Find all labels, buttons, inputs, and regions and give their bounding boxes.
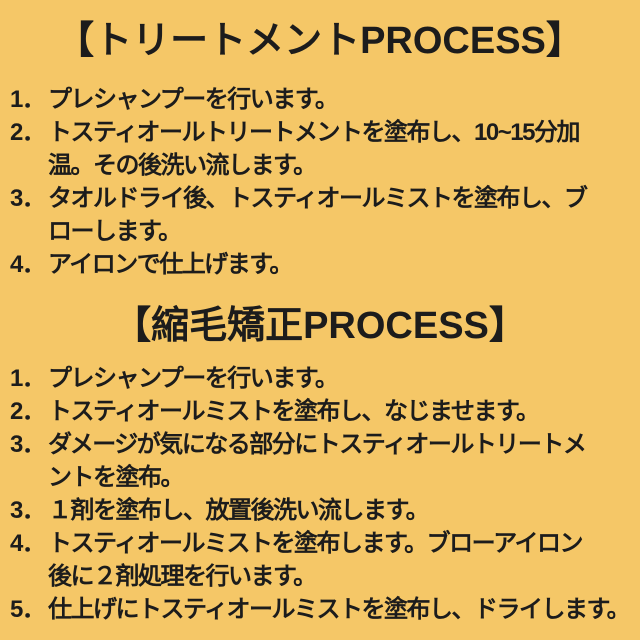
- treatment-step-2: 2． トスティオールトリートメントを塗布し、10~15分加 温。その後洗い流しま…: [10, 116, 640, 182]
- straightening-process-title: 【縮毛矯正PROCESS】: [113, 305, 527, 347]
- straightening-steps-list: 1． プレシャンプーを行います。 2． トスティオールミストを塗布し、なじませま…: [0, 362, 640, 626]
- step-text: トスティオールミストを塗布し、なじませます。: [48, 398, 540, 425]
- step-number: 4．: [10, 530, 46, 557]
- treatment-process-title: 【トリートメントPROCESS】: [56, 20, 584, 62]
- step-text: タオルドライ後、トスティオールミストを塗布し、ブ ローします。: [48, 185, 588, 245]
- straightening-step-3: 3． ダメージが気になる部分にトスティオールトリートメ ントを塗布。: [10, 428, 640, 494]
- step-text: 仕上げにトスティオールミストを塗布し、ドライします。: [48, 596, 631, 623]
- step-number: 2．: [10, 119, 46, 146]
- treatment-step-1: 1． プレシャンプーを行います。: [10, 83, 640, 116]
- straightening-step-3b: 3． １剤を塗布し、放置後洗い流します。: [10, 494, 640, 527]
- treatment-step-4: 4． アイロンで仕上げます。: [10, 248, 640, 281]
- step-number: 5．: [10, 596, 46, 623]
- treatment-steps-list: 1． プレシャンプーを行います。 2． トスティオールトリートメントを塗布し、1…: [0, 83, 640, 281]
- treatment-step-3: 3． タオルドライ後、トスティオールミストを塗布し、ブ ローします。: [10, 182, 640, 248]
- step-number: 3．: [10, 497, 46, 524]
- step-text: アイロンで仕上げます。: [48, 251, 293, 278]
- step-text: １剤を塗布し、放置後洗い流します。: [48, 497, 430, 524]
- step-text: ダメージが気になる部分にトスティオールトリートメ ントを塗布。: [48, 431, 587, 491]
- step-text: トスティオールトリートメントを塗布し、10~15分加 温。その後洗い流します。: [48, 119, 580, 179]
- step-number: 3．: [10, 185, 46, 212]
- step-number: 1．: [10, 86, 46, 113]
- step-number: 1．: [10, 365, 46, 392]
- step-number: 2．: [10, 398, 46, 425]
- straightening-process-section: 【縮毛矯正PROCESS】 1． プレシャンプーを行います。 2． トスティオー…: [0, 281, 640, 626]
- step-number: 3．: [10, 431, 46, 458]
- straightening-step-5: 5． 仕上げにトスティオールミストを塗布し、ドライします。: [10, 593, 640, 626]
- step-text: プレシャンプーを行います。: [48, 365, 339, 392]
- straightening-step-4: 4． トスティオールミストを塗布します。ブローアイロン 後に２剤処理を行います。: [10, 527, 640, 593]
- treatment-process-section: 【トリートメントPROCESS】 1． プレシャンプーを行います。 2． トステ…: [0, 0, 640, 281]
- step-text: トスティオールミストを塗布します。ブローアイロン 後に２剤処理を行います。: [48, 530, 584, 590]
- step-text: プレシャンプーを行います。: [48, 86, 339, 113]
- straightening-step-2: 2． トスティオールミストを塗布し、なじませます。: [10, 395, 640, 428]
- straightening-step-1: 1． プレシャンプーを行います。: [10, 362, 640, 395]
- step-number: 4．: [10, 251, 46, 278]
